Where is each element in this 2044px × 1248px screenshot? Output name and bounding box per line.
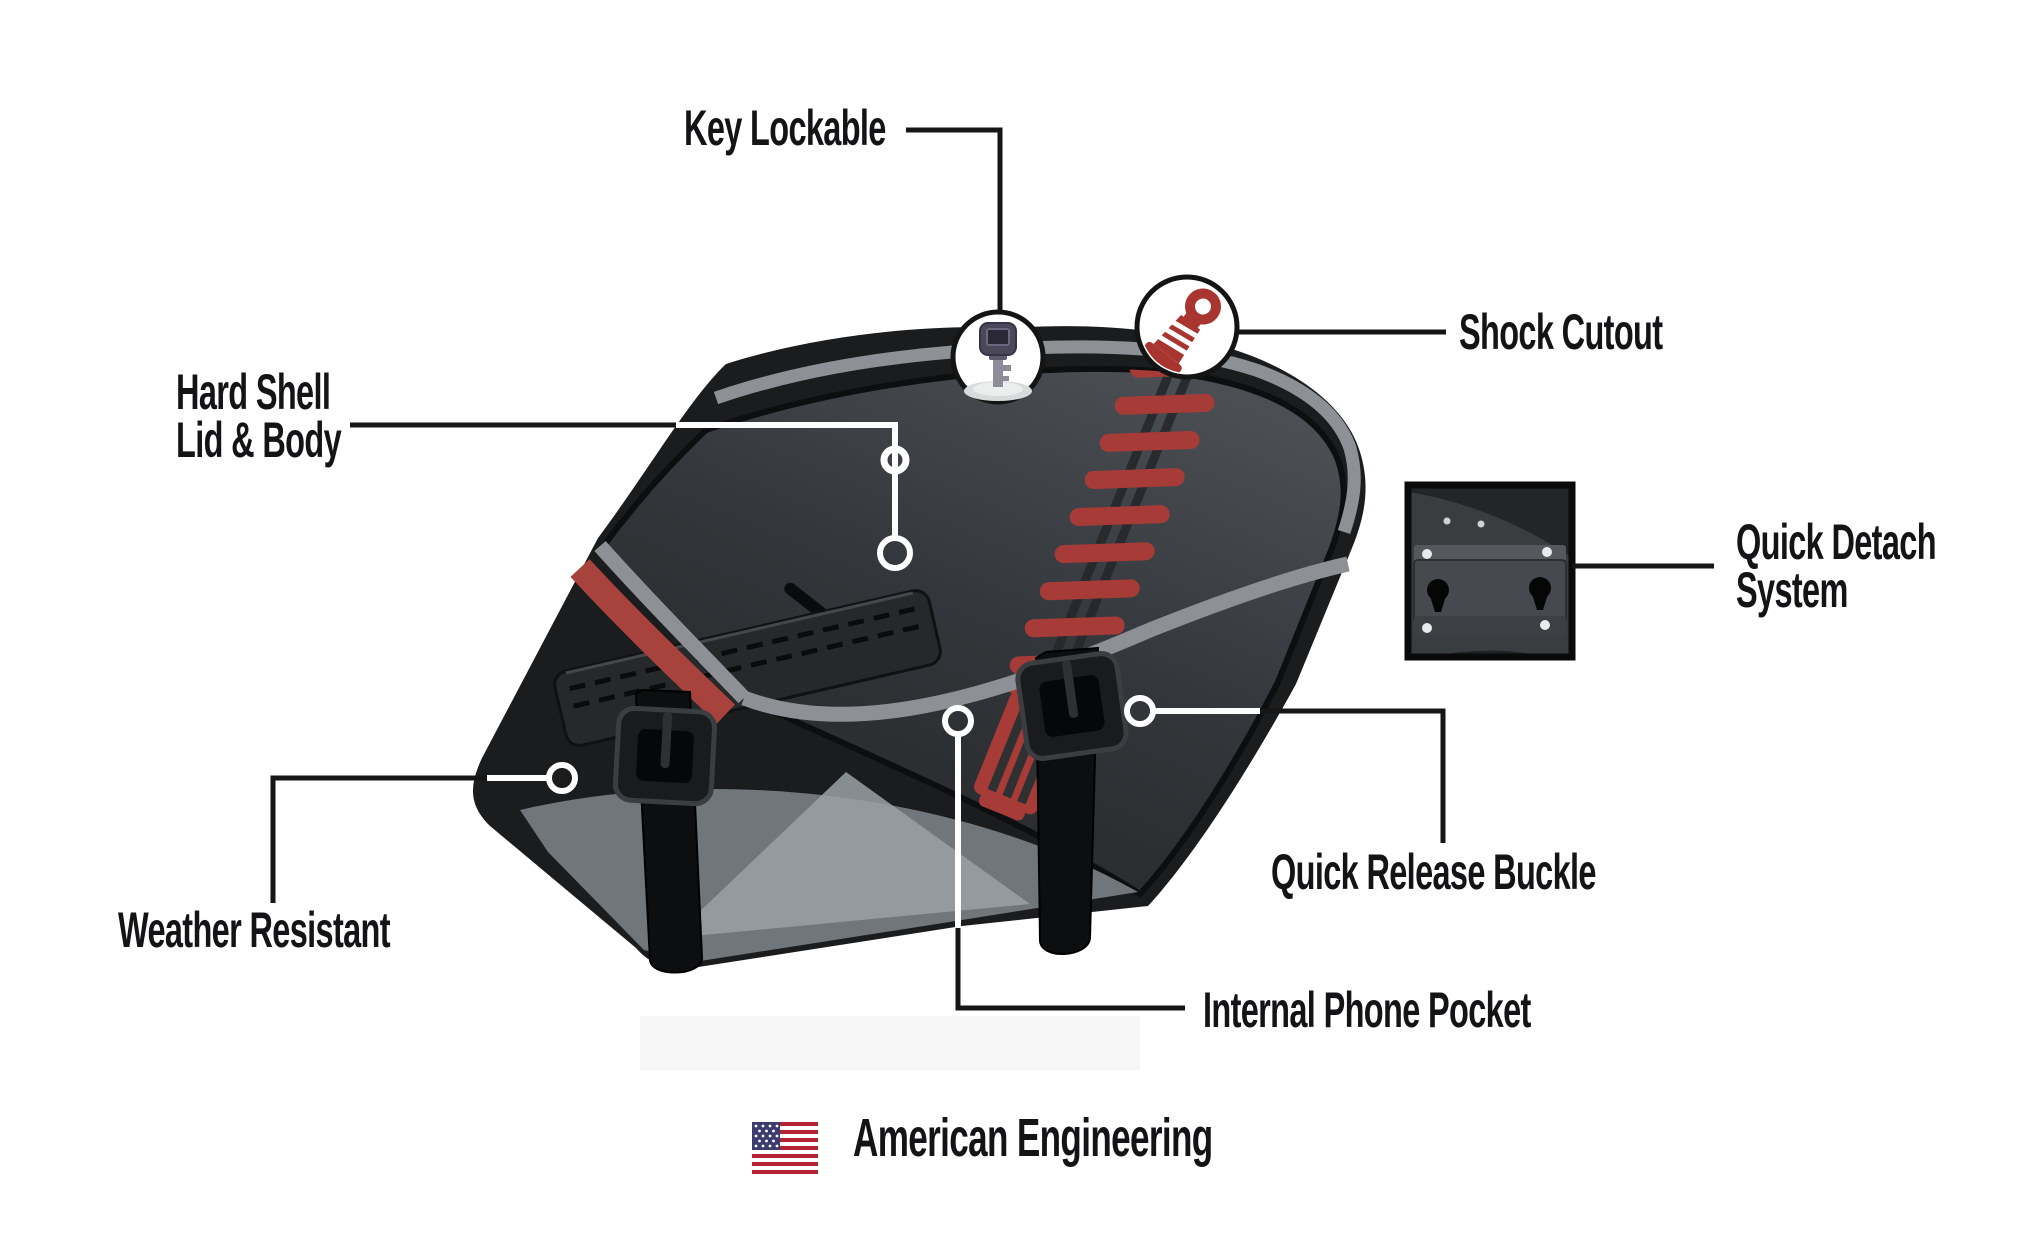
label-internal-phone-pocket: Internal Phone Pocket (1203, 982, 1531, 1038)
left-buckle (612, 705, 718, 807)
piping-left (594, 541, 750, 704)
callout-lines (270, 127, 1714, 1011)
quick-detach-inset (1404, 481, 1576, 661)
label-quick-detach: Quick Detach System (1736, 517, 1937, 615)
label-quick-release-buckle: Quick Release Buckle (1271, 844, 1596, 900)
phone-pocket-anchor (942, 705, 974, 737)
label-hard-shell: Hard Shell Lid & Body (176, 367, 342, 465)
phone-pocket-line (955, 928, 1185, 1011)
weather-resistant-line (270, 775, 487, 903)
label-hard-shell-line2: Lid & Body (176, 412, 342, 468)
right-strap (1015, 646, 1129, 955)
bag-shadow (640, 1016, 1140, 1070)
lid-slot (784, 582, 828, 620)
key-icon (964, 322, 1032, 401)
key-lockable-badge (950, 309, 1046, 405)
label-quick-detach-line2: System (1736, 562, 1848, 618)
label-hard-shell-line1: Hard Shell (176, 364, 331, 420)
label-weather-resistant: Weather Resistant (118, 902, 391, 958)
label-shock-cutout: Shock Cutout (1459, 304, 1663, 360)
us-flag-icon (752, 1122, 818, 1174)
shock-cutout-badge (1134, 274, 1240, 380)
hard-shell-line-white (676, 422, 898, 540)
label-quick-detach-line1: Quick Detach (1736, 514, 1937, 570)
piping-sweep (741, 556, 1350, 722)
bag-bottom-highlight (672, 772, 1030, 938)
red-accent-stripe (570, 559, 735, 724)
hard-shell-anchor-body (877, 535, 913, 571)
label-key-lockable: Key Lockable (684, 100, 886, 156)
quick-release-line (1260, 708, 1446, 843)
saddlebag (472, 326, 1366, 974)
quick-release-anchor (1124, 695, 1156, 727)
shock-absorber-graphic (974, 368, 1230, 821)
key-lockable-line (906, 127, 1003, 311)
label-american-engineering: American Engineering (853, 1108, 1213, 1168)
right-buckle (1015, 651, 1129, 761)
hard-shell-anchor-lid (880, 445, 910, 475)
weather-resistant-anchor (546, 762, 578, 794)
left-strap (612, 688, 718, 974)
